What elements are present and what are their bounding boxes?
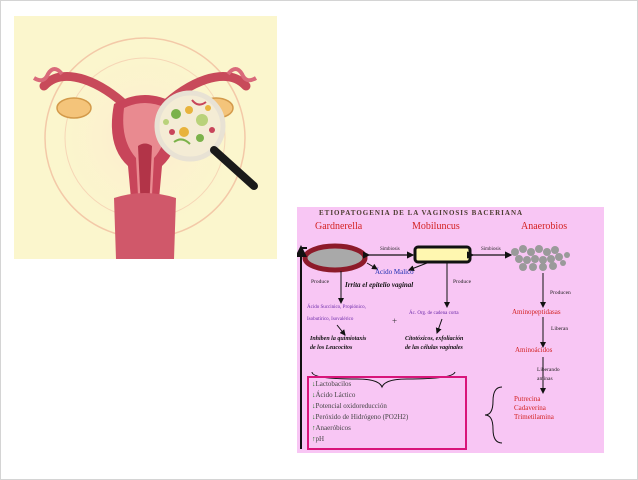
ac-org-label: Ác. Org. de cadena corta [409,311,459,316]
plus-sign: + [392,316,398,326]
uterus-icon [32,30,258,259]
liberan-label: Liberan [551,326,569,332]
irrita-label: Irrita el epitelio vaginal [345,281,414,289]
amina-putrecina: Putrecina [514,395,541,403]
effect-potencial: ↓Potencial oxidoreducción [312,402,387,410]
diagram-title: ETIOPATOGENIA DE LA VAGINOSIS BACERIANA [319,209,524,217]
liberando-line-2: aminas [537,376,553,382]
mobiluncus-label: Mobiluncus [412,221,460,232]
magnifying-glass-icon [210,146,258,190]
anaerobios-label: Anaerobios [521,221,568,232]
citotoxicos-line-1: Citotóxicos, exfoliación [405,336,464,342]
produce-left-label: Produce [311,279,330,285]
acidos-line-2: Isobutírico, Isovalérico [307,317,354,322]
effect-ph: ↑pH [312,435,325,443]
symbiosis-left-label: Simbiosis [380,247,400,252]
diagram-shapes [297,243,570,450]
bacteria-icon [163,99,215,145]
inhiben-line-1: Inhiben la quimiotaxis [310,336,367,342]
gardnerella-shape [302,243,368,273]
aminopeptidasas-label: Aminopeptidasas [512,308,561,316]
gardnerella-label: Gardnerella [315,221,363,232]
effect-lactobacilos: ↓Lactobacilos [312,380,352,388]
anaerobios-shape [511,245,570,271]
aminoacidos-label: Aminoácidos [515,346,553,354]
effect-peroxido: ↓Peróxido de Hidrógeno (PO2H2) [312,413,409,421]
acidos-line-1: Ácido Succinico, Propiónico, [307,305,366,310]
acido-malico-label: Ácido Malico [375,268,414,276]
effects-box [307,376,467,450]
amina-cadaverina: Cadaverina [514,404,546,412]
etiopatogenia-diagram: ETIOPATOGENIA DE LA VAGINOSIS BACERIANA … [297,207,604,453]
liberando-line-1: Liberando [537,367,560,373]
effect-acido-lactico: ↓Ácido Láctico [312,391,356,399]
symbiosis-right-label: Simbiosis [481,247,501,252]
citotoxicos-line-2: de las células vaginales [405,345,463,351]
mobiluncus-shape [413,245,472,264]
uterus-illustration [14,16,277,259]
effect-anaerobicos: ↑Anaeróbicos [312,424,351,432]
producen-label: Producen [550,290,571,296]
inhiben-line-2: de los Leucocitos [310,345,353,351]
amina-trimetilamina: Trimetilamina [514,413,554,421]
produce-mid-label: Produce [453,279,472,285]
